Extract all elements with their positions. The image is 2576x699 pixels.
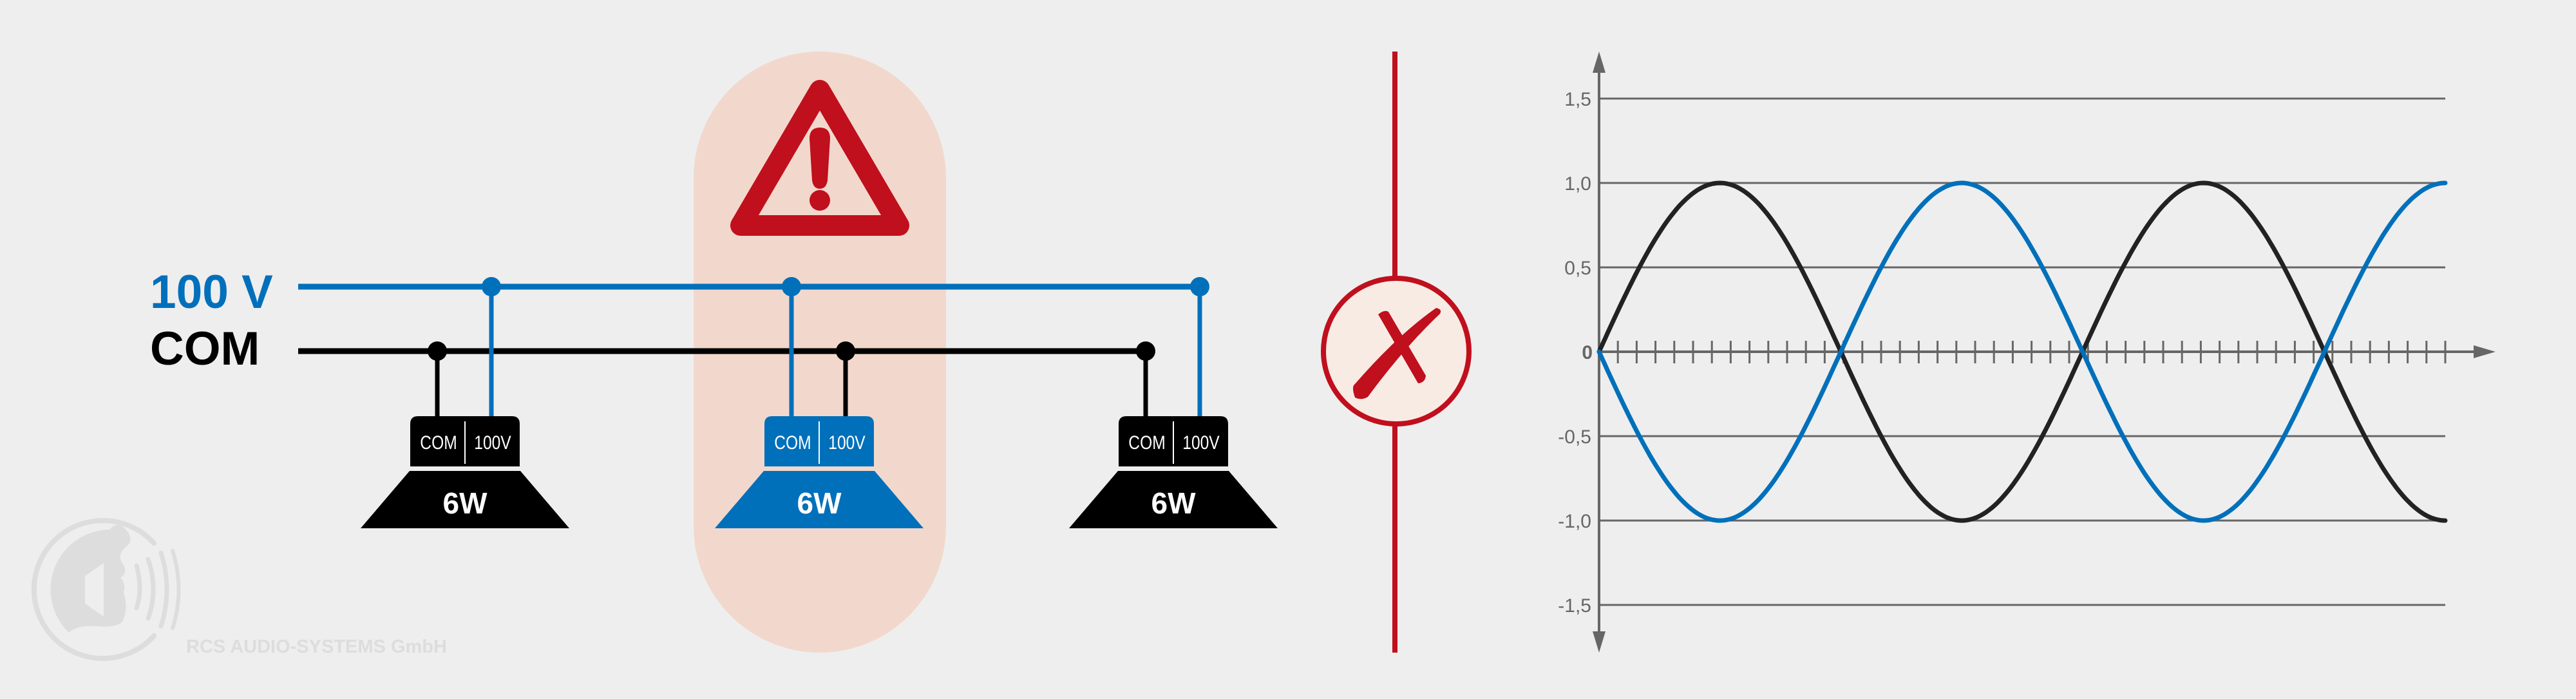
terminal-com-label: COM <box>774 432 811 454</box>
junction-dot-com <box>836 341 855 361</box>
y-tick-label: 1,5 <box>1564 89 1591 110</box>
speaker-cone <box>715 471 923 528</box>
speaker-power-label: 6W <box>1151 486 1197 520</box>
line-com-label: COM <box>150 323 260 375</box>
terminal-100v-label: 100V <box>474 432 511 454</box>
company-name: RCS AUDIO-SYSTEMS GmbH <box>186 637 447 657</box>
speaker-cone <box>361 471 569 528</box>
x-axis-arrow-icon <box>2474 345 2496 358</box>
terminal-com-label: COM <box>420 432 457 454</box>
waveform-chart: 1,5 1,0 0,5 0 -0,5 -1,0 -1,5 <box>1558 52 2496 653</box>
junction-dot-100v <box>782 277 801 296</box>
y-axis-arrow-up-icon <box>1593 52 1605 73</box>
junction-dot-100v <box>1190 277 1209 296</box>
y-tick-labels: 1,5 1,0 0,5 0 -0,5 -1,0 -1,5 <box>1558 89 1593 617</box>
speaker-cone <box>1069 471 1278 528</box>
x-axis <box>1599 341 2496 363</box>
series-line <box>1596 180 2448 523</box>
junction-dot-com <box>1136 341 1155 361</box>
y-axis-arrow-down-icon <box>1593 631 1605 653</box>
terminal-com-label: COM <box>1128 432 1165 454</box>
speaking-head-speaker-icon <box>31 518 181 661</box>
line-100v-label: 100 V <box>150 266 273 318</box>
y-tick-label: 0,5 <box>1564 258 1591 279</box>
speaker-2: COM 100V 6W <box>715 277 923 528</box>
chart-gridlines <box>1599 97 2445 606</box>
speaker-1: COM 100V 6W <box>361 277 569 528</box>
warning-triangle-icon <box>730 80 909 236</box>
y-tick-label: 1,0 <box>1564 173 1591 195</box>
junction-dot-100v <box>482 277 501 296</box>
terminal-100v-label: 100V <box>1182 432 1220 454</box>
speaker-power-label: 6W <box>443 486 488 520</box>
y-tick-label: 0 <box>1582 342 1593 363</box>
terminal-100v-label: 100V <box>828 432 866 454</box>
y-tick-label: -1,5 <box>1558 595 1591 617</box>
speaker-group: COM 100V 6W COM 100V 6W COM 100V 6W <box>361 277 1278 528</box>
chart-series <box>1596 180 2448 523</box>
speaker-power-label: 6W <box>797 486 842 520</box>
speaker-3: COM 100V 6W <box>1069 277 1278 528</box>
y-tick-label: -0,5 <box>1558 426 1591 448</box>
y-tick-label: -1,0 <box>1558 511 1591 532</box>
series-line <box>1596 180 2448 523</box>
x-mark-icon <box>1353 308 1441 399</box>
junction-dot-com <box>428 341 447 361</box>
company-logo: RCS AUDIO-SYSTEMS GmbH <box>31 518 447 661</box>
